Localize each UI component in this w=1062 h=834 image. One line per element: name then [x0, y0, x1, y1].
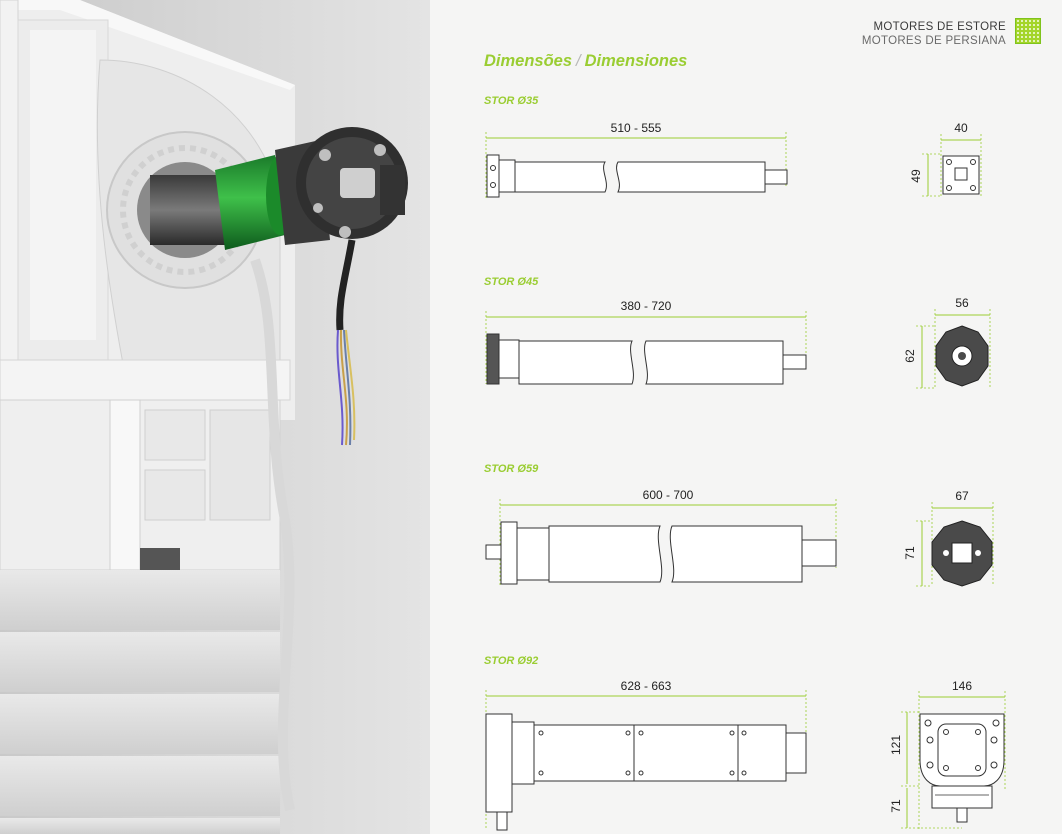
- product-photo: [0, 0, 430, 834]
- height-label-stor92: 121: [889, 735, 903, 755]
- header-line1: MOTORES DE ESTORE: [873, 21, 1006, 33]
- shutter-slats: [0, 258, 295, 834]
- dimensions-panel: [430, 0, 1062, 834]
- width-label-stor59: 67: [955, 489, 969, 503]
- height-label-stor59: 71: [903, 546, 917, 560]
- title-separator: /: [576, 52, 581, 70]
- page-title: Dimensões/Dimensiones: [484, 52, 687, 71]
- length-label-stor35: 510 - 555: [611, 121, 662, 135]
- drawing-stor45: 380 - 720 56 62: [485, 296, 991, 389]
- height-label-stor35: 49: [909, 169, 923, 183]
- section-title-stor45: STOR Ø45: [484, 276, 539, 288]
- width-label-stor92: 146: [952, 679, 972, 693]
- frame-profile: [0, 359, 291, 588]
- header-line2: MOTORES DE PERSIANA: [861, 35, 1006, 47]
- section-title-stor35: STOR Ø35: [484, 95, 539, 107]
- width-label-stor35: 40: [954, 121, 968, 135]
- title-es: Dimensiones: [584, 52, 688, 70]
- motor-illustration: [150, 127, 408, 446]
- width-label-stor45: 56: [955, 296, 969, 310]
- section-title-stor92: STOR Ø92: [484, 655, 539, 667]
- length-label-stor92: 628 - 663: [621, 679, 672, 693]
- height2-label-stor92: 71: [889, 799, 903, 813]
- section-title-stor59: STOR Ø59: [484, 463, 539, 475]
- drawing-stor59: 600 - 700 67 71: [485, 488, 994, 587]
- title-pt: Dimensões: [484, 52, 573, 70]
- length-label-stor45: 380 - 720: [621, 299, 672, 313]
- height-label-stor45: 62: [903, 349, 917, 363]
- logo-square-icon: [1015, 18, 1041, 44]
- length-label-stor59: 600 - 700: [643, 488, 694, 502]
- drawing-stor92: 628 - 663 146 121 71: [485, 679, 1006, 831]
- drawing-stor35: 510 - 555 40 49: [485, 121, 982, 198]
